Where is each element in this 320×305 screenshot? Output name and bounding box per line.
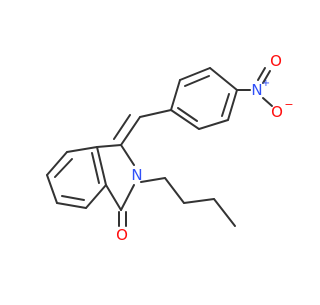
bond — [96, 144, 122, 148]
bond — [198, 119, 229, 130]
bond — [213, 198, 236, 227]
bond — [262, 70, 271, 84]
bond — [183, 198, 215, 204]
bond — [140, 177, 166, 183]
lactam-ring — [96, 144, 135, 227]
nitrophenyl-ring — [170, 67, 251, 130]
molecule-drawing: N N + O O − O — [0, 0, 300, 300]
bond — [46, 174, 58, 204]
bond — [46, 151, 68, 176]
bond — [170, 109, 200, 130]
bond — [56, 202, 87, 209]
benzo-ring — [46, 146, 107, 209]
bond — [120, 144, 135, 166]
bond-inner — [54, 158, 73, 178]
bond — [139, 109, 172, 118]
bond-double — [113, 114, 131, 140]
bond — [179, 67, 211, 81]
bond — [96, 146, 107, 186]
methylidene-linker — [113, 109, 172, 146]
carbonyl-oxygen-label: O — [116, 226, 128, 244]
nitro-nitrogen-label: N — [251, 81, 262, 99]
nitro-oxygen-top-label: O — [270, 52, 282, 70]
nitro-minus-charge: − — [284, 98, 293, 111]
bond — [120, 184, 135, 211]
bond-inner — [177, 107, 198, 122]
bond — [170, 79, 181, 111]
background — [0, 0, 300, 300]
bond — [227, 89, 238, 121]
bond — [257, 67, 266, 81]
nitro-oxygen-bottom-label: O — [271, 103, 283, 121]
bond-inner — [184, 75, 210, 87]
bond — [105, 184, 122, 211]
bond-inner — [91, 152, 100, 184]
bond — [209, 67, 238, 91]
bond — [66, 146, 98, 153]
bond — [85, 184, 107, 209]
structure-diagram: N N + O O − O — [0, 0, 300, 300]
nitro-bonds — [257, 67, 273, 107]
ring-nitrogen-label: N — [131, 166, 142, 184]
bond-inner — [61, 195, 85, 201]
bond-inner — [221, 93, 230, 117]
bond — [262, 97, 273, 107]
bond — [164, 177, 185, 204]
bond — [120, 116, 141, 146]
butyl-chain — [140, 177, 236, 227]
nitro-plus-charge: + — [262, 78, 270, 89]
